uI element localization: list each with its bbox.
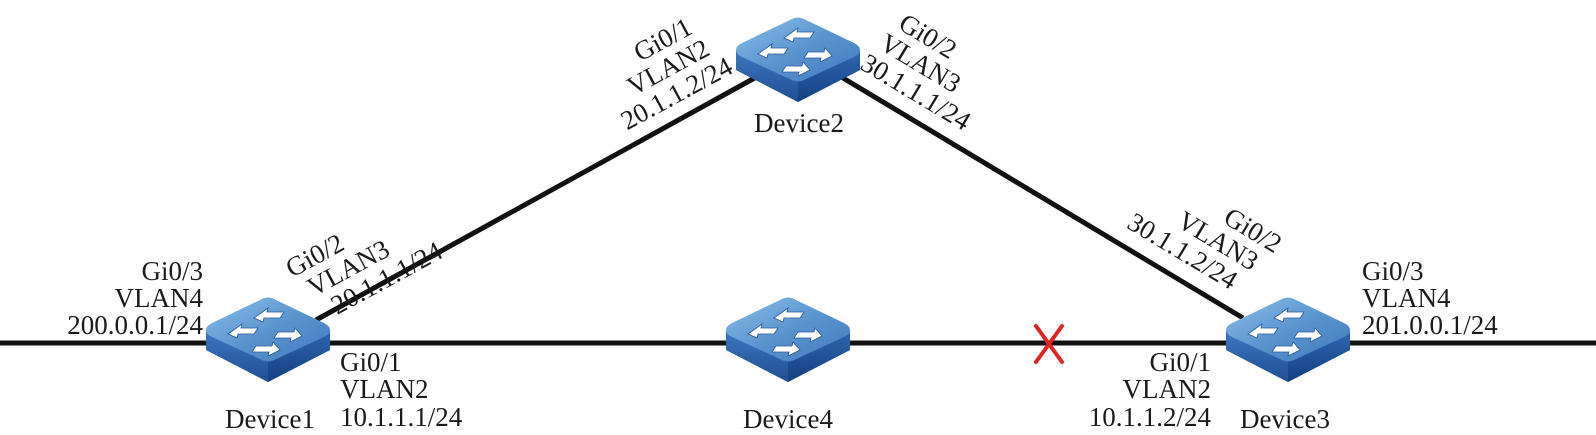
link-device1-device2 bbox=[314, 72, 762, 323]
switch-icon bbox=[205, 297, 331, 383]
vlan-label: VLAN2 bbox=[1123, 374, 1212, 404]
device2-gi02-label: Gi0/2 VLAN3 30.1.1.1/24 bbox=[856, 7, 977, 136]
link-device2-device3 bbox=[836, 72, 1245, 321]
ip-label: 10.1.1.1/24 bbox=[340, 402, 463, 432]
device1-label: Device1 bbox=[225, 404, 315, 434]
switch-icon bbox=[735, 17, 861, 103]
device1-gi01-label: Gi0/1 VLAN2 10.1.1.1/24 bbox=[340, 347, 463, 432]
red-x-icon bbox=[1034, 324, 1064, 364]
port-label: Gi0/1 bbox=[340, 347, 402, 377]
device1[interactable] bbox=[205, 297, 331, 383]
device3-gi02-label: Gi0/2 VLAN3 30.1.1.2/24 bbox=[1123, 201, 1288, 295]
device2-gi01-label: Gi0/1 VLAN2 20.1.1.2/24 bbox=[616, 12, 738, 136]
switch-icon bbox=[725, 297, 851, 383]
ip-label: 201.0.0.1/24 bbox=[1362, 310, 1498, 340]
device3-gi01-label: Gi0/1 VLAN2 10.1.1.2/24 bbox=[1089, 347, 1212, 432]
device2-label: Device2 bbox=[754, 108, 844, 138]
links bbox=[0, 72, 1596, 346]
vlan-label: VLAN4 bbox=[1362, 283, 1451, 313]
device3-label: Device3 bbox=[1240, 404, 1330, 434]
ip-label: 200.0.0.1/24 bbox=[67, 310, 203, 340]
device3-gi03-label: Gi0/3 VLAN4 201.0.0.1/24 bbox=[1362, 256, 1498, 340]
switch-icon bbox=[1225, 297, 1351, 383]
device4[interactable] bbox=[725, 297, 851, 383]
device1-gi03-label: Gi0/3 VLAN4 200.0.0.1/24 bbox=[67, 256, 203, 340]
vlan-label: VLAN2 bbox=[340, 374, 429, 404]
ip-label: 10.1.1.2/24 bbox=[1089, 402, 1212, 432]
device4-label: Device4 bbox=[743, 404, 833, 434]
port-label: Gi0/3 bbox=[141, 256, 203, 286]
device3[interactable] bbox=[1225, 297, 1351, 383]
vlan-label: VLAN4 bbox=[115, 283, 204, 313]
port-label: Gi0/3 bbox=[1362, 256, 1424, 286]
device1-gi02-label: Gi0/2 VLAN3 20.1.1.1/24 bbox=[281, 228, 448, 321]
port-label: Gi0/1 bbox=[1149, 347, 1211, 377]
device2[interactable] bbox=[735, 17, 861, 103]
